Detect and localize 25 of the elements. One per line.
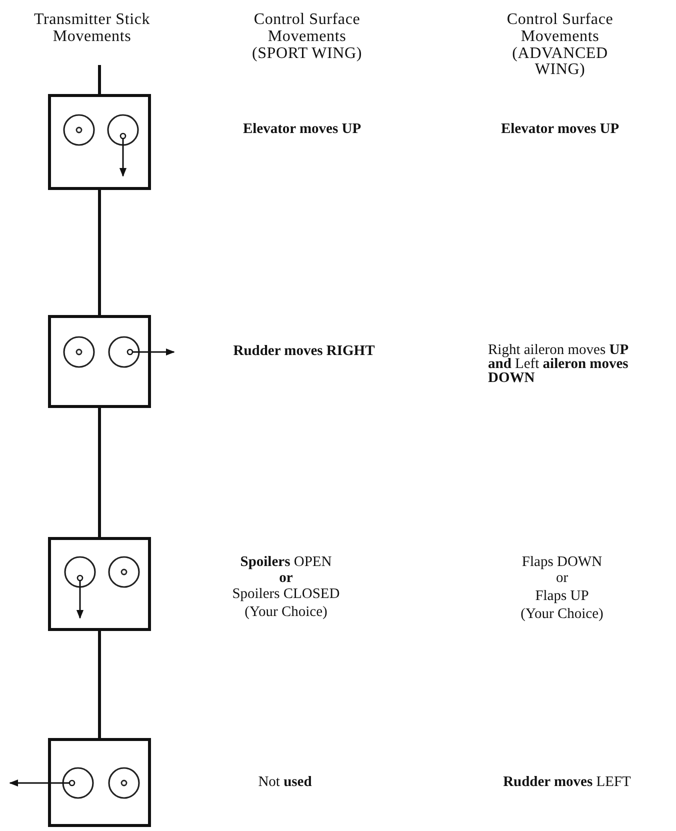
column-heading: Control Surface Movements (SPORT WING)	[250, 12, 364, 62]
row-text: or	[278, 571, 294, 586]
stick-panel-box	[48, 94, 151, 190]
connector-line	[98, 65, 101, 94]
row-text: (Your Choice)	[244, 605, 328, 620]
connector-line	[98, 408, 101, 537]
stick-panel-box	[48, 537, 151, 631]
row-text: Spoilers OPEN	[239, 555, 333, 570]
row-text: Flaps UP	[534, 589, 590, 604]
row-text: Rudder moves RIGHT	[232, 344, 376, 360]
row-text: Rudder moves LEFT	[502, 775, 632, 790]
stick-panel-box	[48, 738, 151, 827]
row-text: or	[554, 571, 570, 586]
row-text: (Your Choice)	[520, 607, 604, 622]
column-heading: Transmitter Stick Movements	[32, 12, 152, 46]
row-text: Elevator moves UP	[500, 122, 620, 138]
column-heading: Control Surface Movements (ADVANCED WING)	[506, 12, 614, 80]
connector-line	[98, 631, 101, 738]
stick-panel-box	[48, 315, 151, 408]
connector-line	[98, 190, 101, 315]
row-text: Elevator moves UP	[242, 122, 362, 138]
row-text: Spoilers CLOSED	[231, 587, 341, 602]
row-text: Not used	[257, 775, 313, 790]
row-text: Right aileron moves UP and Left aileron moves DOWN	[488, 344, 630, 386]
row-text: Flaps DOWN	[520, 555, 604, 570]
